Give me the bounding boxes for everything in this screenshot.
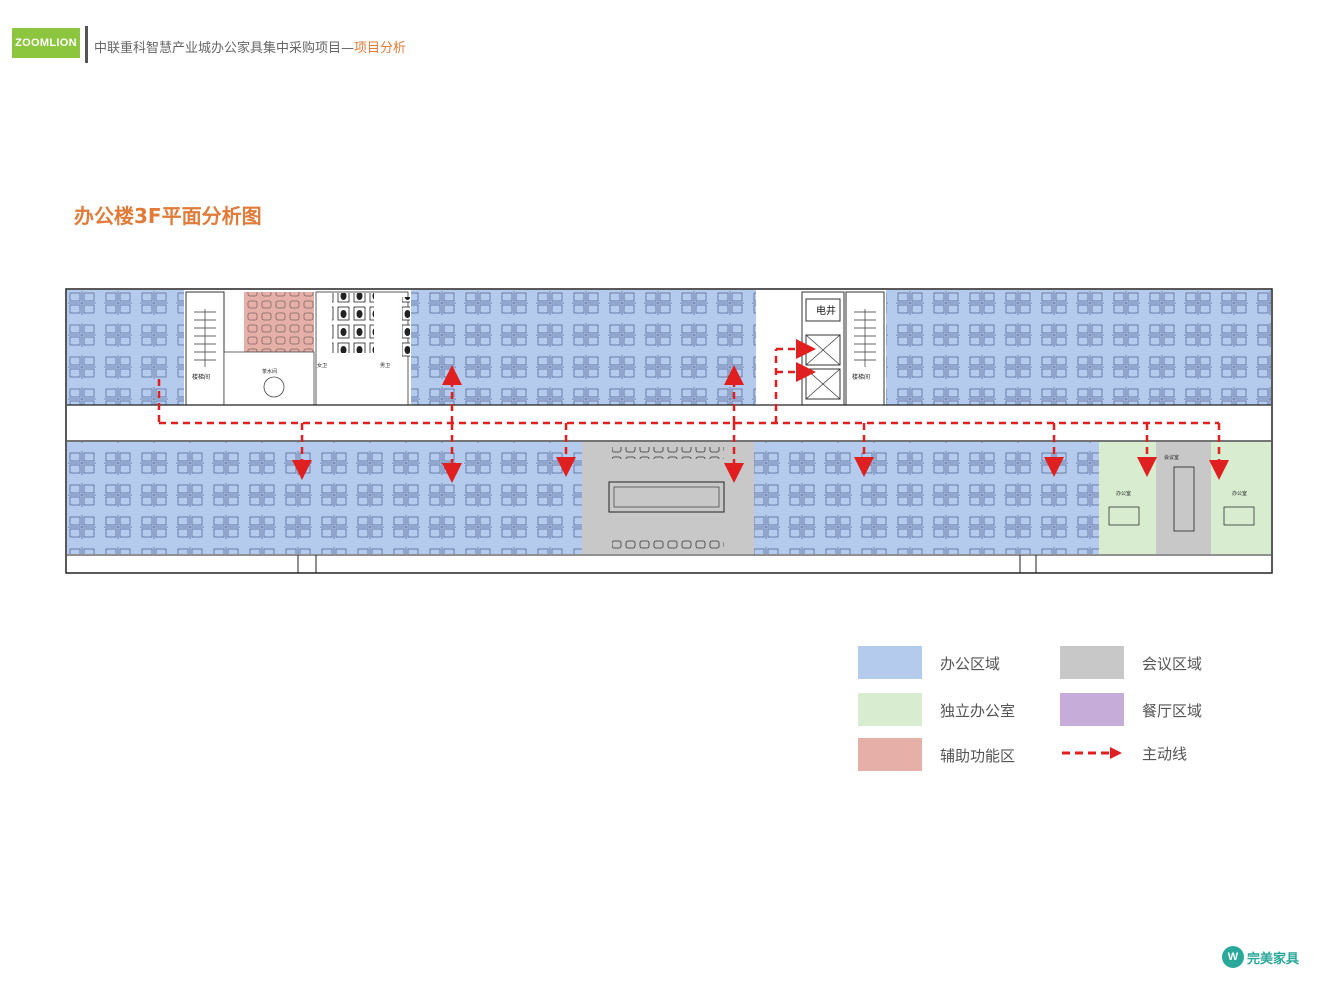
label-wc-male: 男卫 (380, 363, 390, 369)
meeting-chairs-bottom (612, 537, 724, 549)
legend-swatch-support (858, 738, 922, 771)
label-office-right: 办公室 (1232, 490, 1247, 497)
label-office-left: 办公室 (1116, 490, 1131, 497)
stair-left-steps (194, 309, 216, 367)
header-divider (85, 26, 88, 63)
header-title-highlight: 项目分析 (354, 41, 407, 56)
legend-swatch-office (858, 646, 922, 679)
restroom-stalls (332, 293, 374, 353)
legend-label-dining: 餐厅区域 (1142, 702, 1203, 720)
label-stair-left: 楼梯间 (192, 373, 210, 381)
legend-label-office: 办公区域 (940, 655, 1001, 673)
floor-plan: 楼梯间 茶水间 女卫 男卫 电井 楼梯间 办公 (65, 288, 1273, 574)
elec-shaft (805, 298, 841, 322)
label-tea-room: 茶水间 (262, 368, 277, 375)
meeting-zone-small (1156, 442, 1211, 554)
desks-top-left (67, 290, 184, 405)
desks-bottom-left (67, 442, 582, 554)
small-meeting-table (1173, 466, 1195, 532)
label-wc-female: 女卫 (317, 362, 327, 369)
brand-mark-icon: W (1222, 946, 1244, 968)
tea-room-table (263, 376, 285, 398)
meeting-chairs-top (612, 447, 724, 459)
legend-line-path (1062, 747, 1122, 759)
private-office-right-desk (1223, 506, 1255, 526)
legend-label-support: 辅助功能区 (940, 747, 1016, 765)
legend-swatch-private (858, 693, 922, 726)
zoomlion-logo: ZOOMLION (12, 28, 80, 58)
header-title: 中联重科智慧产业城办公家具集中采购项目—项目分析 (94, 37, 406, 56)
stair-right-steps (854, 309, 876, 367)
main-path (157, 339, 1229, 483)
desks-top-center (411, 290, 756, 405)
desks-top-right (886, 290, 1271, 405)
label-small-meeting: 会议室 (1164, 454, 1179, 461)
brand-name: 完美家具 (1247, 951, 1300, 967)
page-title: 办公楼3F平面分析图 (74, 204, 262, 228)
legend-label-private: 独立办公室 (940, 702, 1016, 720)
private-office-right (1211, 442, 1271, 554)
legend-label-meeting: 会议区域 (1142, 655, 1203, 673)
urinals (402, 297, 410, 357)
label-stair-right: 楼梯间 (852, 373, 870, 381)
legend-swatch-dining (1060, 693, 1124, 726)
brand-logo: W 完美家具 (1222, 946, 1299, 968)
legend-label-path: 主动线 (1142, 745, 1188, 763)
meeting-table (608, 481, 725, 513)
legend-swatch-meeting (1060, 646, 1124, 679)
private-office-left-desk (1108, 506, 1140, 526)
label-elec-shaft: 电井 (816, 304, 836, 317)
meeting-zone (582, 442, 754, 554)
header-title-main: 中联重科智慧产业城办公家具集中采购项目— (94, 41, 355, 56)
desks-bottom-center (754, 442, 1099, 554)
private-office-left (1099, 442, 1156, 554)
support-furniture (244, 292, 314, 352)
